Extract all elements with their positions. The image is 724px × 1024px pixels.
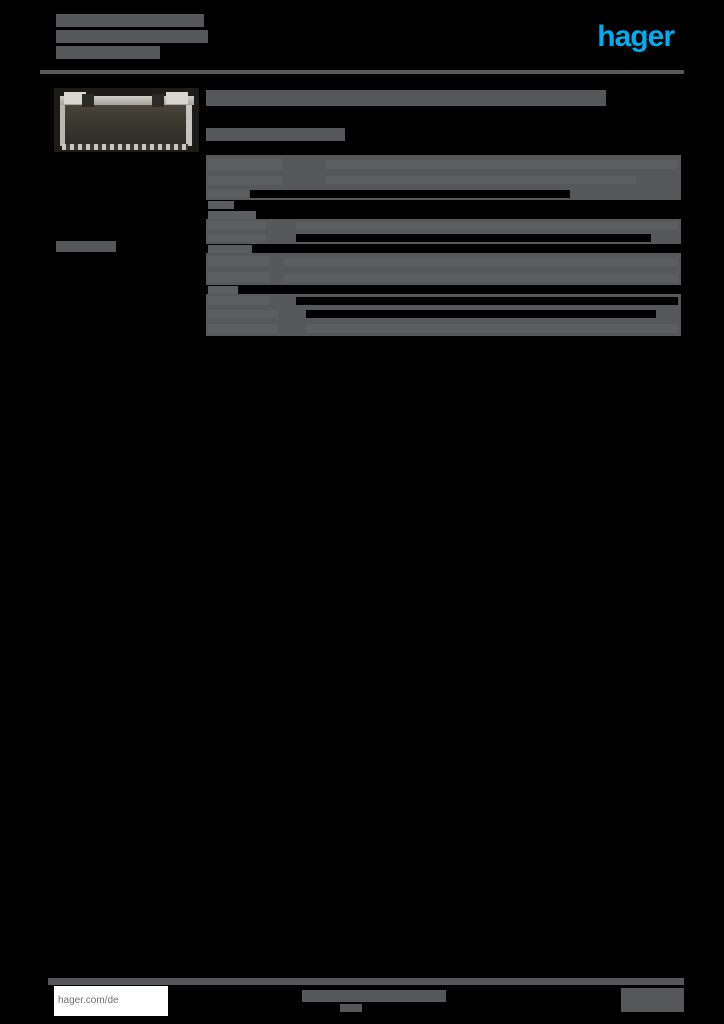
product-photo: [54, 88, 199, 152]
table-cell-value: [306, 310, 656, 318]
table-cell-key: [208, 286, 238, 294]
table-cell-key: [208, 234, 266, 242]
document-title-line-1: [56, 14, 204, 27]
product-photo-right-edge: [186, 102, 192, 146]
table-cell-key: [208, 256, 270, 266]
document-title-line-2: [56, 30, 208, 43]
table-cell-value: [284, 273, 678, 282]
specification-table: [206, 155, 681, 336]
left-column-label: [56, 241, 116, 252]
table-cell-value: [296, 234, 651, 242]
table-row: [206, 173, 681, 187]
table-row: [206, 321, 681, 336]
table-cell-value: [326, 160, 678, 169]
product-photo-clip-right: [152, 94, 164, 107]
table-cell-key: [208, 211, 256, 219]
table-cell-key: [208, 324, 278, 334]
table-row: [206, 200, 681, 210]
table-cell-key: [208, 310, 278, 319]
product-photo-top-rail: [60, 96, 194, 105]
header-divider: [40, 70, 684, 74]
table-cell-key: [208, 296, 270, 305]
table-cell-key: [208, 245, 252, 253]
table-cell-value: [272, 201, 292, 209]
footer-center-text: [302, 990, 446, 1002]
product-photo-tab-right: [166, 92, 188, 104]
document-title: [56, 14, 266, 59]
hager-logo: hager: [586, 22, 675, 52]
table-row: [206, 285, 681, 294]
table-row: [206, 155, 681, 173]
product-title: [206, 90, 606, 106]
table-cell-key: [208, 272, 270, 282]
table-row: [206, 253, 681, 269]
document-title-line-3: [56, 46, 160, 59]
page-header: hager: [40, 0, 684, 78]
product-photo-body: [62, 102, 188, 146]
table-cell-key: [208, 221, 266, 230]
table-cell-key: [208, 176, 282, 185]
footer-right-text: [621, 988, 684, 1012]
table-cell-key: [208, 201, 234, 209]
table-cell-value: [326, 176, 636, 184]
table-cell-value: [250, 190, 570, 198]
table-cell-value: [284, 257, 678, 266]
product-photo-clip-left: [82, 94, 94, 107]
table-row: [206, 232, 681, 244]
product-photo-left-edge: [60, 102, 65, 146]
product-photo-tab-left: [64, 92, 86, 104]
table-cell-value: [296, 222, 678, 230]
hager-logo-text: hager: [597, 20, 675, 53]
page-footer: hager.com/de: [40, 978, 684, 1020]
footer-center-subtext: [340, 1004, 362, 1012]
table-row: [206, 294, 681, 307]
table-row: [206, 269, 681, 285]
table-cell-key: [208, 189, 248, 198]
product-photo-teeth: [62, 144, 188, 150]
product-subtitle: [206, 128, 345, 141]
table-row: [206, 187, 681, 200]
footer-url[interactable]: hager.com/de: [58, 995, 119, 1006]
footer-divider: [48, 978, 684, 985]
footer-url-box[interactable]: hager.com/de: [54, 986, 168, 1016]
table-row: [206, 219, 681, 232]
table-cell-value: [306, 324, 678, 333]
table-row: [206, 244, 681, 253]
table-cell-value: [296, 297, 678, 305]
table-row: [206, 210, 681, 219]
table-cell-key: [208, 159, 282, 170]
table-row: [206, 307, 681, 321]
